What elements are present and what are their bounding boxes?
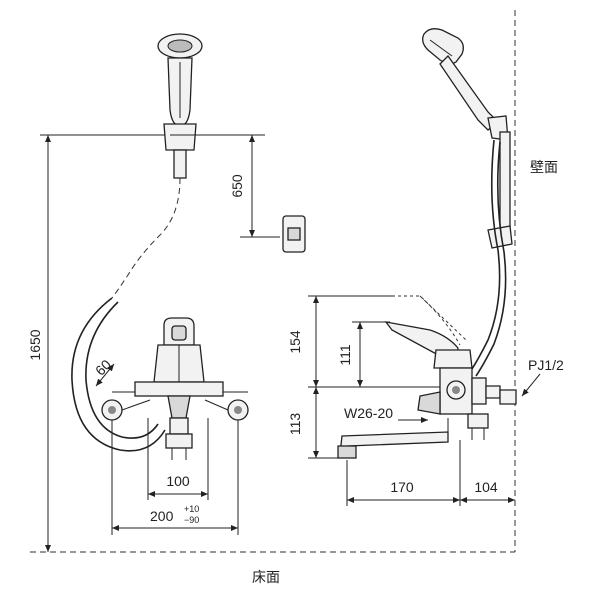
dim-total-height: 1650 [27, 134, 170, 552]
wall-label: 壁面 [530, 160, 558, 176]
dim-lever-height: 154 [287, 295, 440, 388]
shower-head-front [157, 33, 203, 179]
pipe-thread-label: PJ1/2 [528, 357, 564, 373]
spout-reach-value: 170 [390, 479, 414, 495]
shower-head-side [422, 28, 509, 141]
wall-hook-front [282, 215, 306, 253]
hose-side-outer [469, 139, 501, 373]
dim-center-pitch: 100 [147, 418, 209, 500]
dim-wall-offset: 104 [460, 479, 515, 503]
spout-height-value: 113 [287, 413, 303, 436]
lever-body-value: 111 [337, 344, 353, 365]
wall-offset-value: 104 [474, 479, 498, 495]
spout-thread-label: W26-20 [344, 405, 393, 421]
lever-height-value: 154 [287, 330, 303, 354]
dim-hose-bend: 60 [92, 356, 114, 387]
mixer-side [417, 349, 517, 440]
slide-bar [499, 131, 511, 233]
mixer-front [101, 317, 249, 460]
lever-raised-outline-2 [419, 295, 467, 341]
total-height-value: 1650 [27, 329, 43, 360]
mount-pitch-value: 200 [150, 508, 174, 524]
spout-side [337, 418, 449, 459]
dim-lever-body: 111 [337, 321, 390, 387]
dim-mount-pitch: 200 +10 −90 [111, 420, 239, 535]
hose-dashed [111, 177, 181, 299]
hose-loop-outer [71, 297, 166, 452]
dim-hook-drop: 650 [170, 134, 280, 238]
pipe-thread-leader [521, 373, 541, 397]
slide-bracket [487, 225, 513, 249]
hook-drop-value: 650 [229, 174, 245, 198]
hose-loop-inner [85, 301, 159, 439]
hose-side-inner [475, 141, 507, 377]
hose-bend-value: 60 [92, 356, 114, 378]
mount-tol-minus: −90 [184, 515, 199, 525]
dim-spout-reach: 170 [346, 440, 461, 506]
mount-tol-plus: +10 [184, 504, 199, 514]
lever-raised-outline [392, 295, 461, 346]
center-pitch-value: 100 [166, 473, 190, 489]
dim-spout-height: 113 [287, 387, 342, 459]
floor-label: 床面 [252, 570, 280, 586]
